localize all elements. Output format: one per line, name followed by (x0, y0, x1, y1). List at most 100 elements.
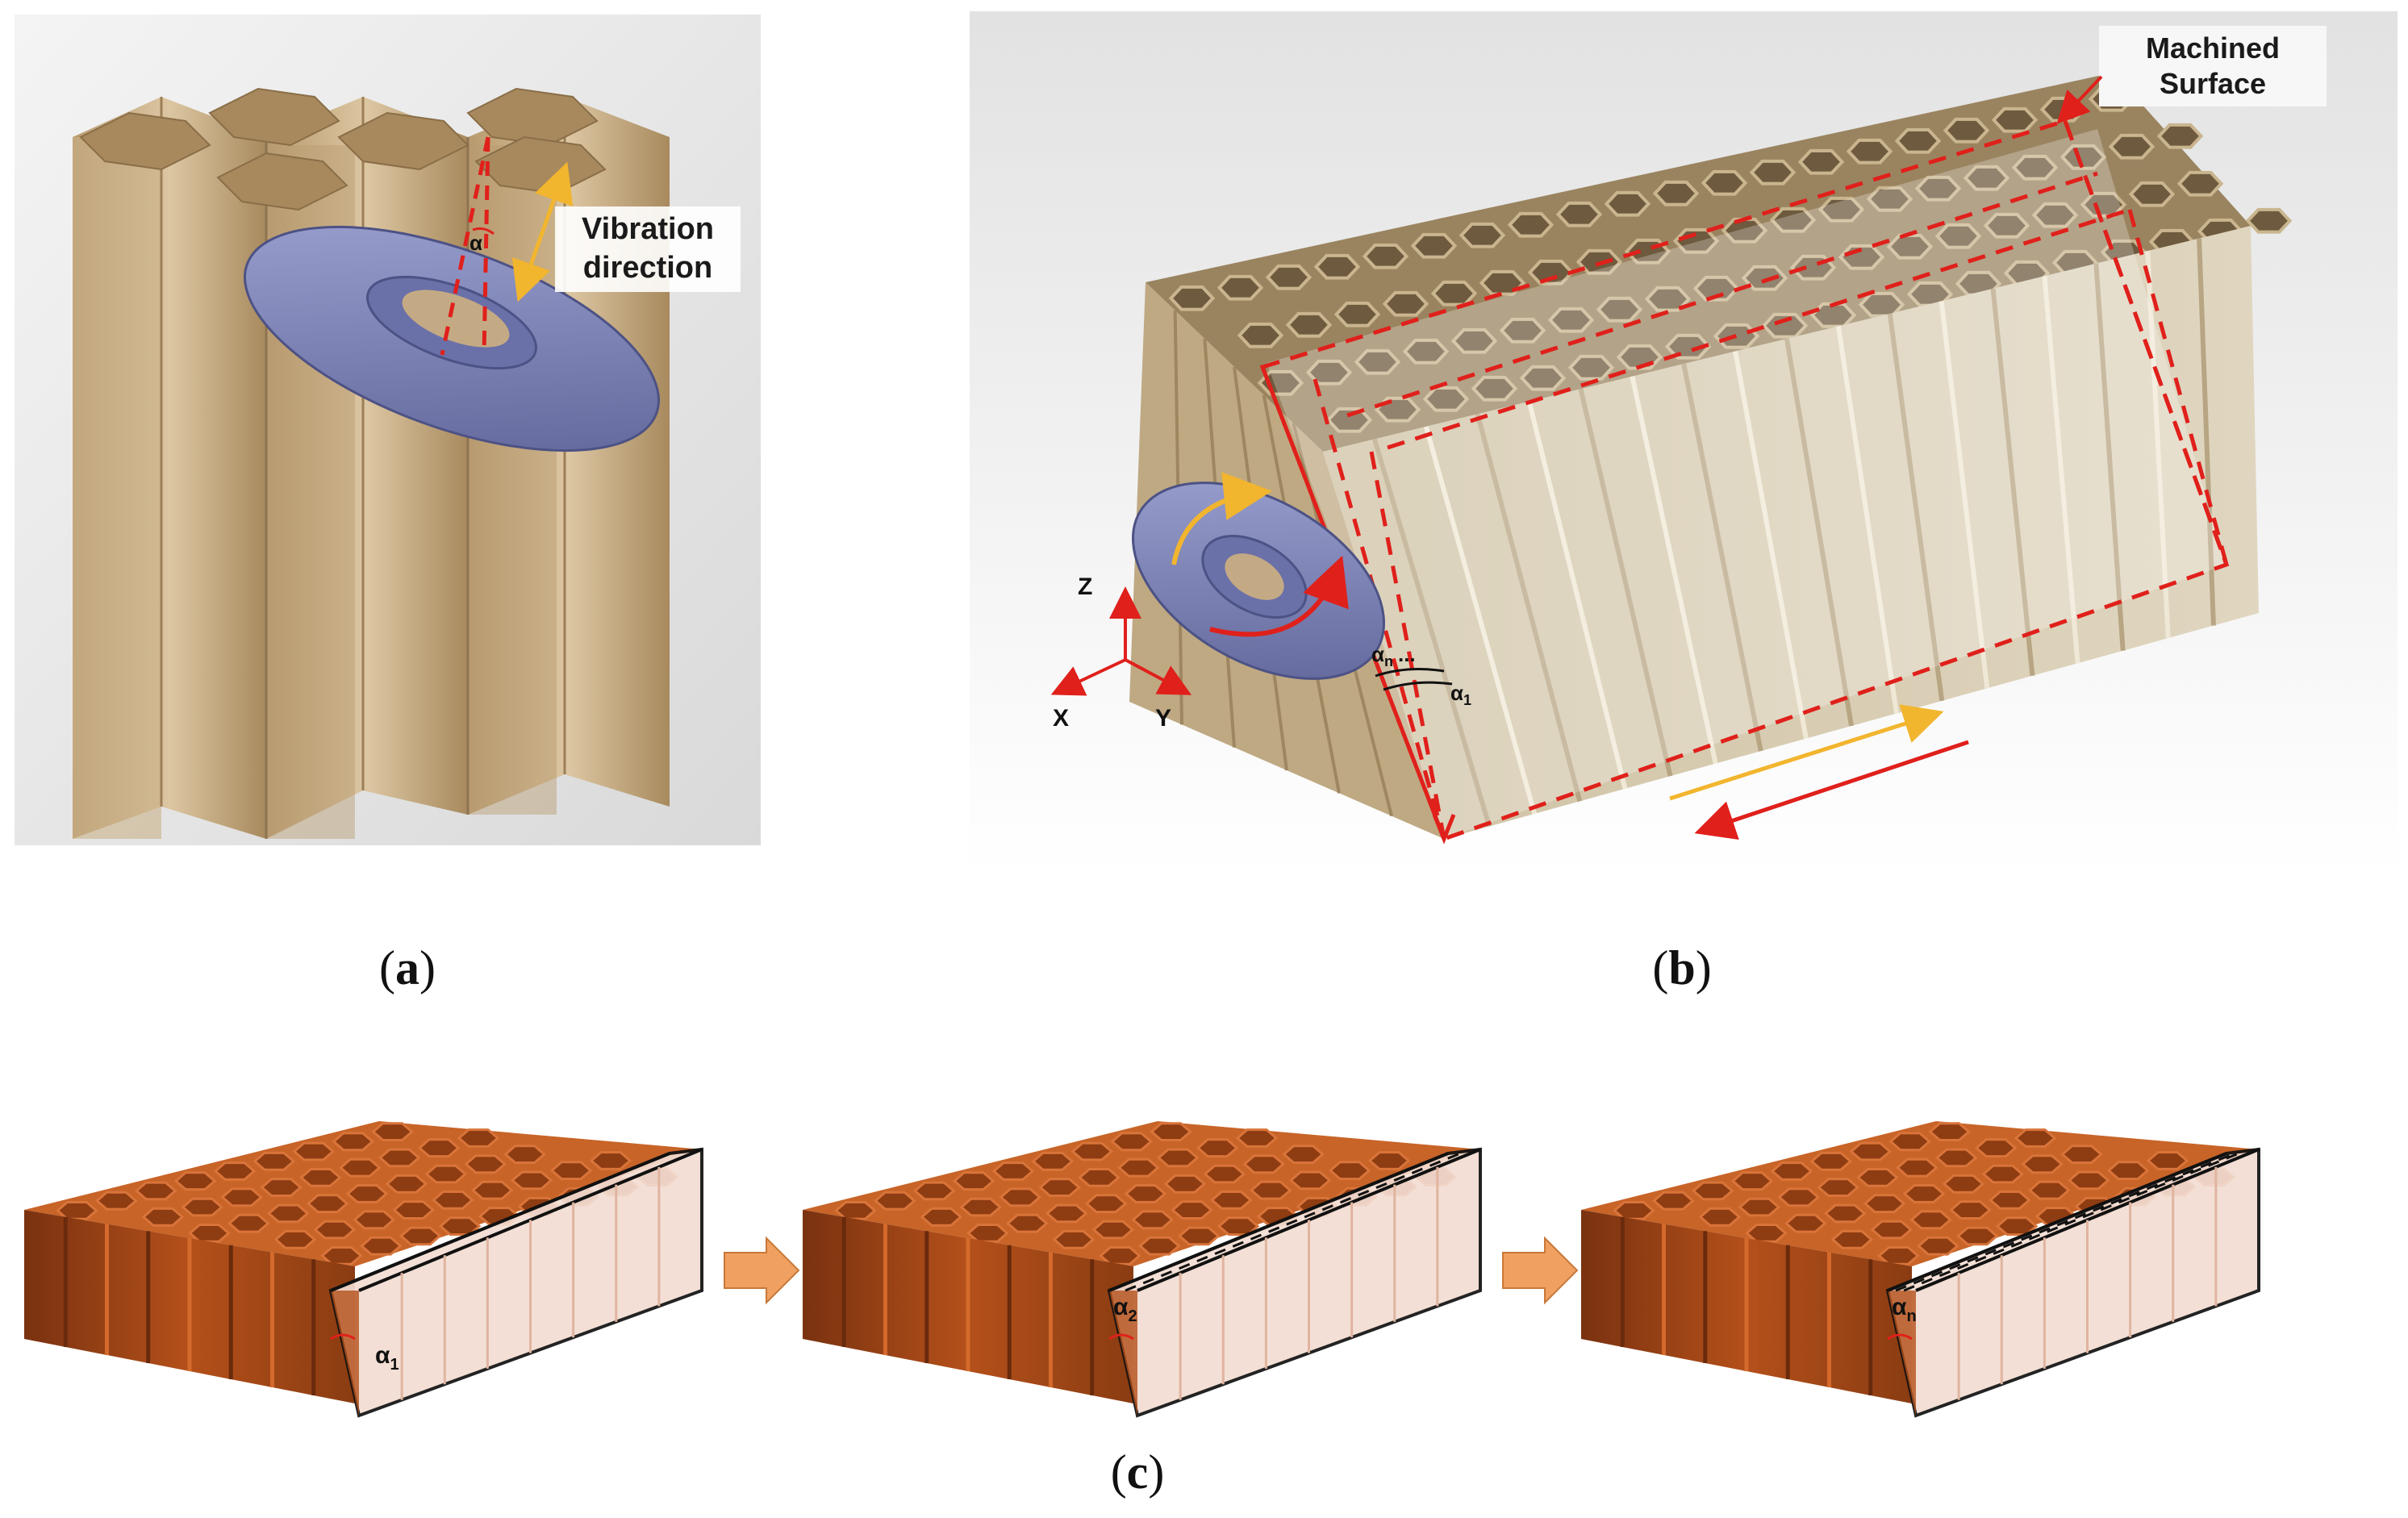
rib-line (2042, 275, 2080, 664)
core-cell (1877, 1246, 1920, 1266)
rib-line (1578, 388, 1673, 777)
core-cell (1091, 1220, 1135, 1240)
step-arrow-1 (724, 1236, 800, 1305)
hex-cell (1701, 169, 1748, 196)
rib-line (1423, 426, 1538, 815)
rib-line (1887, 313, 1945, 702)
core-cell (1045, 1203, 1088, 1224)
core-cell (392, 1200, 435, 1220)
core-cell (1691, 1181, 1734, 1201)
core-cell (266, 1203, 310, 1224)
core-cell (260, 1178, 303, 1197)
hex-cell (1749, 159, 1797, 186)
hex-cell (1313, 253, 1361, 280)
machined-region (1267, 129, 2226, 839)
hex-cell (1991, 106, 2039, 133)
core-cell (834, 1201, 877, 1220)
hex-cell (2031, 202, 2079, 228)
core-cell (1830, 1229, 1874, 1249)
core-cell (1777, 1187, 1820, 1207)
wedge-edge (1887, 1152, 2227, 1292)
panel-a: α Vibration direction (15, 15, 761, 845)
angle-label-1: α1 (1450, 681, 1471, 708)
core-block-2: α2 (803, 1121, 1482, 1418)
core-cell (2067, 1170, 2110, 1191)
core-cell (134, 1181, 177, 1201)
panel-label-c: (c) (1111, 1445, 1165, 1499)
coordinate-axes: Z X Y (1050, 573, 1192, 732)
rib-line (1475, 413, 1583, 803)
core-cell (1989, 1191, 2031, 1210)
core-cell (1110, 1132, 1153, 1152)
hex-cell (1430, 280, 1478, 307)
hex-cell (1769, 206, 1817, 233)
callout-line-1: Vibration (582, 212, 714, 246)
core-block-3: αn (1581, 1121, 2260, 1418)
core-cell (1131, 1210, 1174, 1230)
core-cell (1888, 1132, 1931, 1152)
rib-line (1784, 338, 1854, 727)
panel-c: α1 α2 αn (24, 1121, 2260, 1418)
core-cell (332, 1132, 374, 1152)
prior-pass-line (1903, 1150, 2243, 1292)
feed-arrow-red (1694, 740, 1969, 840)
callout-line-2: direction (583, 251, 712, 285)
core-cell (1078, 1168, 1121, 1187)
core-cell (457, 1128, 500, 1148)
core-cell (1809, 1151, 1853, 1171)
core-cell (181, 1197, 224, 1217)
hex-cell (1604, 190, 1651, 217)
core-cell (1896, 1157, 1939, 1178)
core-cell (1210, 1191, 1253, 1210)
hex-cell-grid (1168, 85, 2293, 433)
core-cell (339, 1157, 382, 1178)
panel-label-b: (b) (1652, 941, 1711, 995)
core-cell (1823, 1203, 1867, 1224)
wedge-end (331, 1291, 359, 1416)
core-cell (385, 1174, 428, 1194)
angle-label-step-2: α2 (1113, 1294, 1137, 1325)
core-cell (1863, 1194, 1906, 1214)
hex-cell (1547, 307, 1595, 333)
core-cell (1163, 1174, 1207, 1194)
hex-cell (1285, 311, 1333, 338)
hex-cell (1721, 217, 1768, 244)
angle-label-n: αn... (1371, 642, 1416, 669)
hex-cell (2108, 133, 2156, 160)
core-cell (299, 1168, 342, 1187)
hex-cell (1983, 212, 2030, 239)
rib-line (1990, 288, 2035, 677)
hex-cell (1459, 222, 1506, 248)
step-arrow-2 (1502, 1236, 1579, 1305)
core-cell (1031, 1151, 1075, 1171)
core-cell (1856, 1168, 1899, 1187)
angle-label-step-1: α1 (375, 1342, 399, 1374)
core-cell (1849, 1141, 1893, 1161)
hex-cell (2176, 170, 2224, 197)
core-cell (966, 1224, 1009, 1243)
angle-symbol: α (375, 1342, 390, 1369)
core-cell (1909, 1210, 1952, 1230)
core-cell (1942, 1174, 1985, 1194)
core-cell (1917, 1236, 1959, 1256)
core-cell (432, 1191, 474, 1210)
hex-cell (2011, 154, 2059, 181)
hex-cell (1886, 233, 1934, 260)
core-cell (1934, 1148, 1978, 1168)
hex-cell (1555, 201, 1603, 227)
core-cell (1328, 1161, 1371, 1181)
hex-cell (1894, 127, 1942, 154)
core-cell (273, 1229, 317, 1249)
core-cell (2060, 1145, 2103, 1164)
hex-cell (1644, 286, 1692, 312)
rib-line (1526, 401, 1628, 790)
hex-cell (2128, 181, 2176, 207)
core-cell (188, 1224, 231, 1243)
core-cell (1745, 1224, 1788, 1243)
core-cell (1367, 1151, 1411, 1170)
core-cell (313, 1220, 357, 1240)
hex-cell (1866, 186, 1913, 212)
vibration-arrow (511, 161, 574, 302)
hex-cell (1217, 274, 1264, 301)
core-cell (1981, 1164, 2025, 1184)
